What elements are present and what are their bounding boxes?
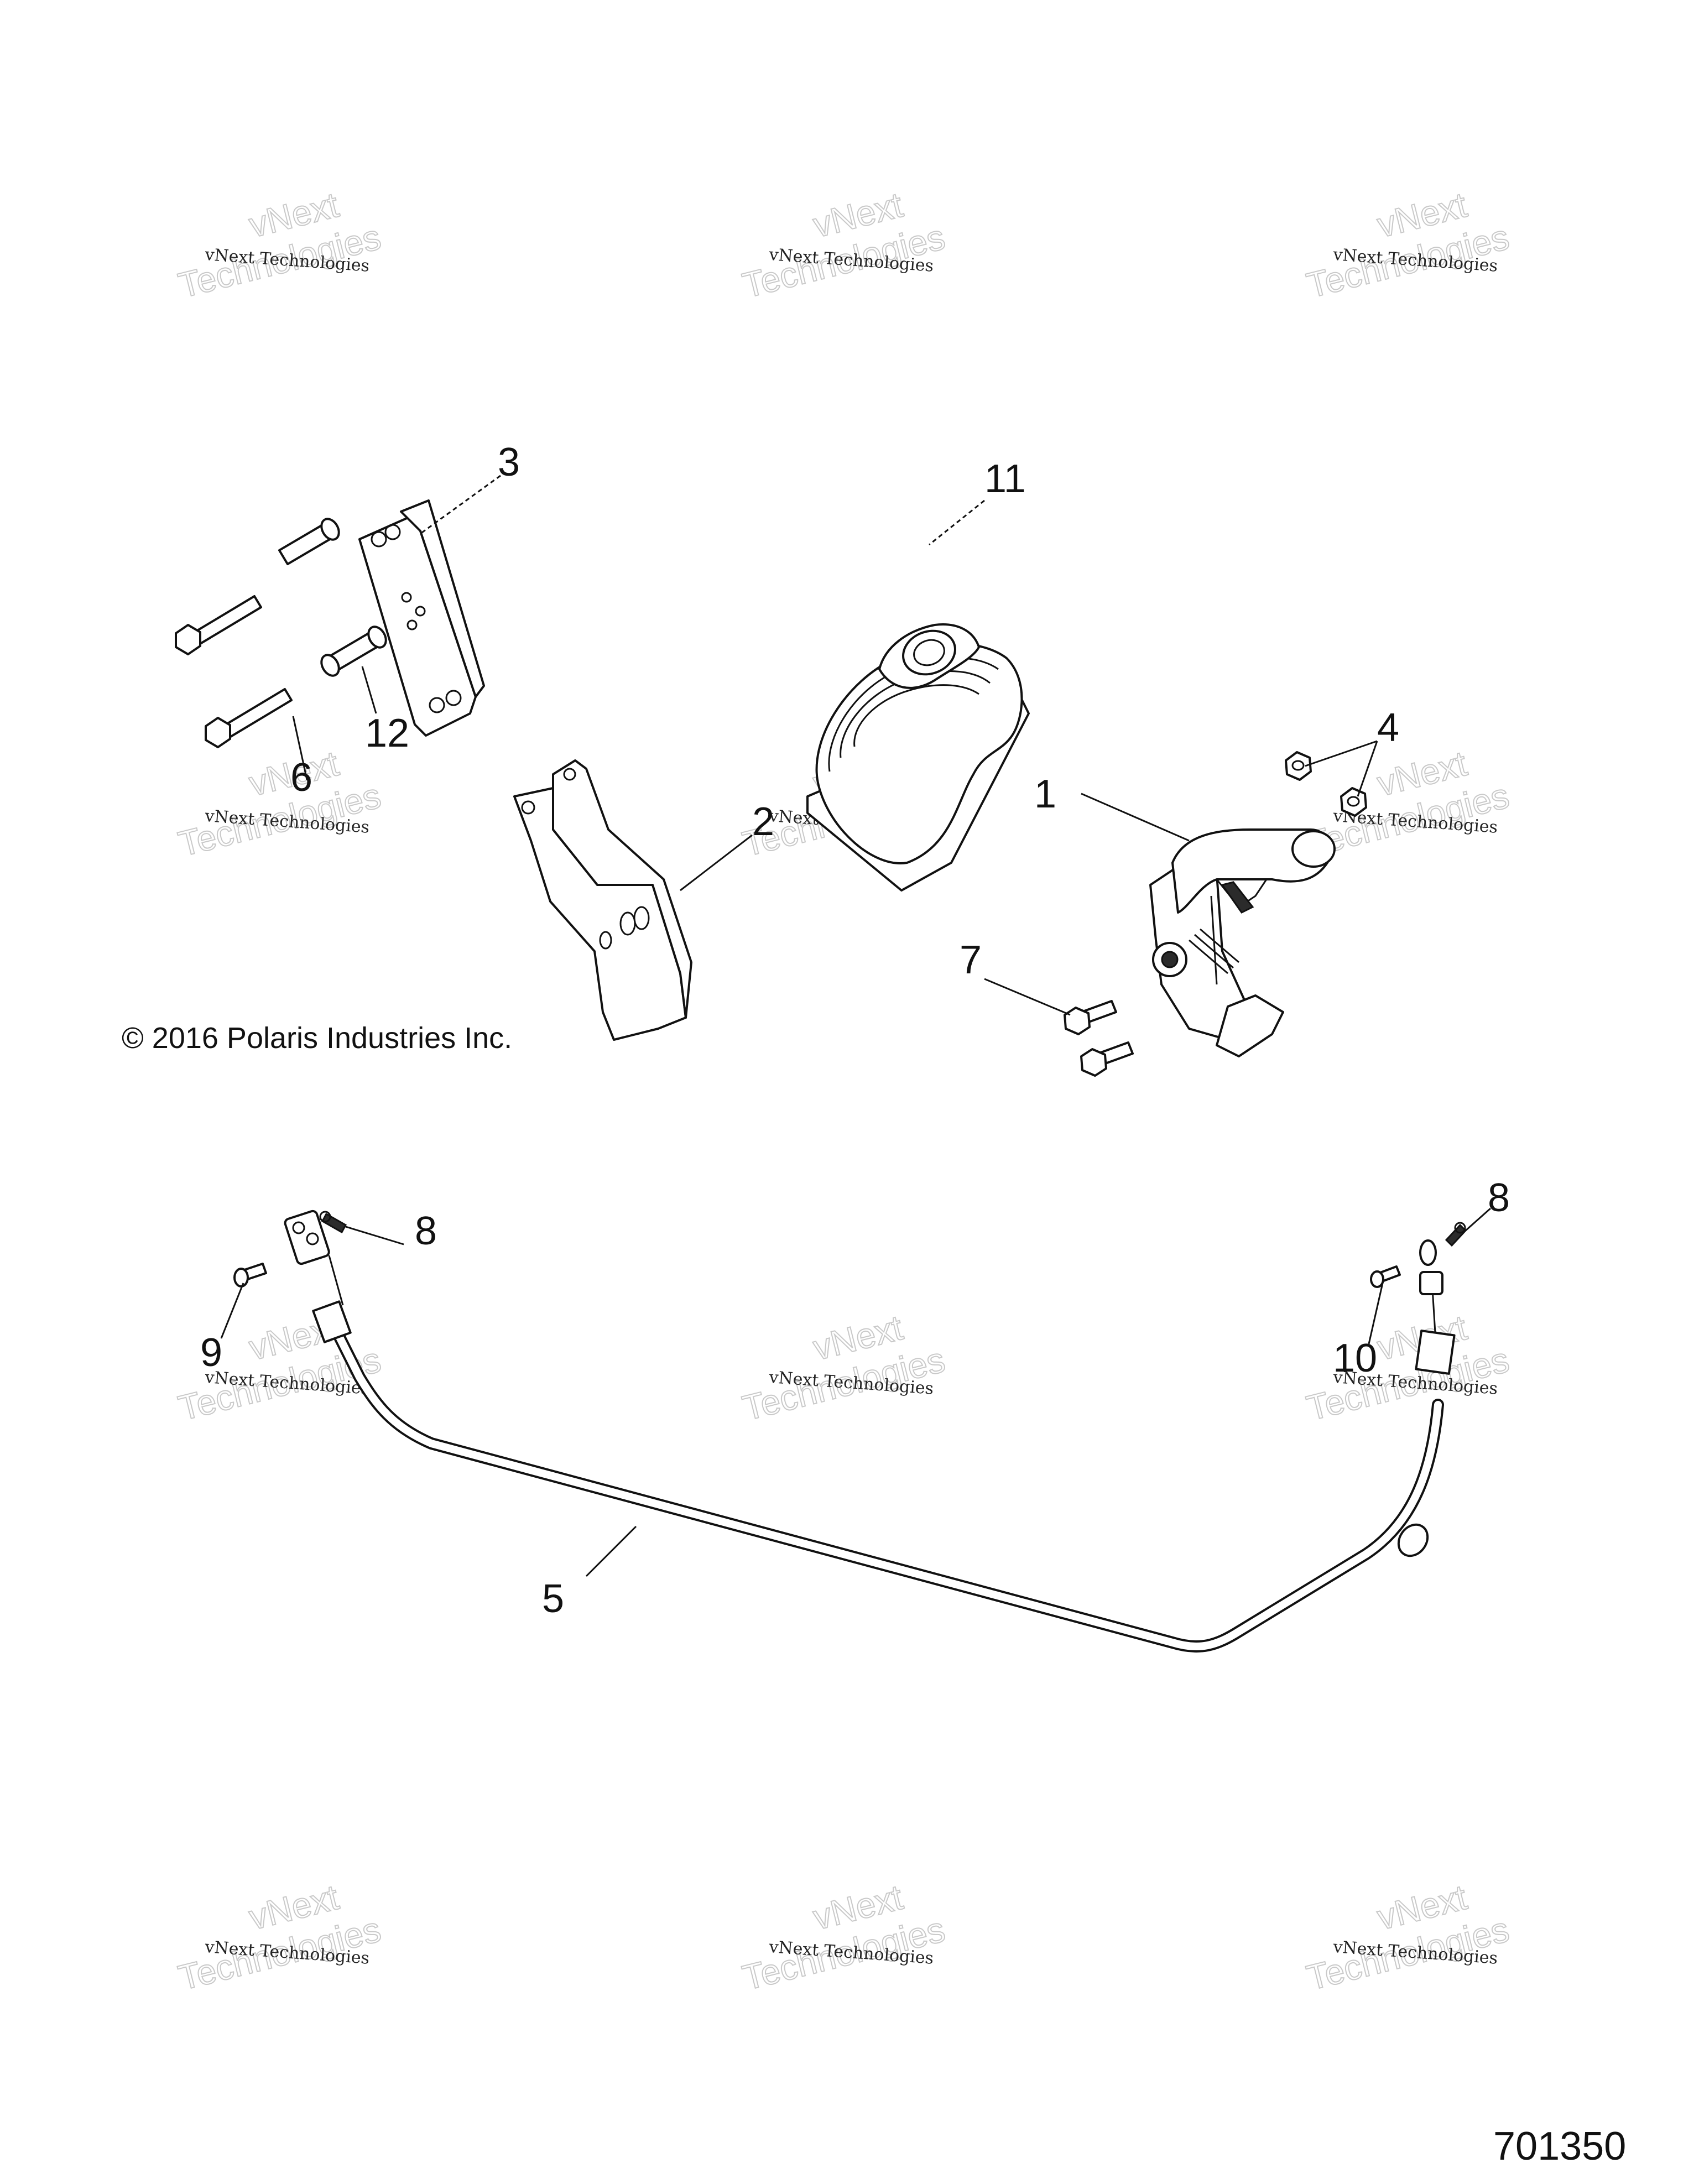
callout-2: 2 (752, 800, 774, 844)
part-12-spacer-upper (278, 518, 340, 565)
part-3-bracket (358, 499, 485, 737)
part-6-bolt-upper (175, 595, 262, 655)
leader-11 (929, 499, 985, 546)
leader-2 (680, 834, 753, 892)
part-12-spacer-lower (320, 626, 387, 677)
callout-7: 7 (960, 938, 982, 982)
callout-3: 3 (498, 440, 520, 484)
part-5-brake-cable (284, 1210, 1456, 1653)
leader-10 (1368, 1283, 1384, 1344)
leader-4-lower (1357, 741, 1378, 797)
drawing-number: 701350 (1493, 2124, 1626, 2169)
part-11-boot (806, 623, 1030, 892)
leader-5 (585, 1525, 637, 1577)
callout-8-right: 8 (1488, 1176, 1510, 1220)
callout-4: 4 (1377, 706, 1399, 750)
part-10-pin (1370, 1265, 1401, 1288)
leader-3 (420, 475, 501, 535)
leader-9 (220, 1283, 244, 1339)
callout-5: 5 (542, 1577, 564, 1621)
callout-6: 6 (290, 755, 312, 800)
watermark-top-right: vNext Technologies (1302, 184, 1514, 306)
callout-9: 9 (200, 1331, 222, 1375)
callout-10: 10 (1333, 1336, 1377, 1380)
watermark-bottom-left: vNext Technologies (174, 1877, 385, 1999)
leader-6 (292, 716, 308, 780)
part-8-clip-left (319, 1211, 347, 1234)
part-6-bolt-lower (205, 688, 293, 748)
leader-7 (984, 978, 1071, 1016)
watermark-top-left: vNext Technologies (174, 184, 385, 306)
part-7-bolt-upper (1064, 1000, 1117, 1035)
watermark-bottom-center: vNext Technologies (738, 1877, 950, 1999)
watermark-mid-left: vNext Technologies (174, 743, 385, 865)
copyright-notice: © 2016 Polaris Industries Inc. (122, 1021, 512, 1055)
part-1-handbrake-lever (1149, 828, 1336, 1057)
watermark-top-center: vNext Technologies (738, 184, 950, 306)
leader-1 (1081, 793, 1190, 842)
leader-12 (361, 666, 377, 714)
part-7-bolt-lower (1080, 1041, 1134, 1077)
callout-12: 12 (365, 711, 409, 755)
part-8-clip-right (1445, 1222, 1467, 1247)
leader-8-right (1465, 1207, 1491, 1232)
leader-8-left (345, 1226, 404, 1245)
callout-8-left: 8 (415, 1209, 437, 1253)
callout-11: 11 (984, 457, 1026, 501)
watermark-lower-right: vNext Technologies (1302, 1307, 1514, 1429)
watermark-lower-center: vNext Technologies (738, 1307, 950, 1429)
part-9-pin (233, 1263, 267, 1288)
leader-4-upper (1305, 740, 1378, 767)
callout-1: 1 (1034, 772, 1056, 816)
part-4-nut-upper (1285, 751, 1312, 781)
part-4-nut-lower (1340, 787, 1367, 817)
part-2-plate (513, 759, 692, 1041)
watermark-bottom-right: vNext Technologies (1302, 1877, 1514, 1999)
